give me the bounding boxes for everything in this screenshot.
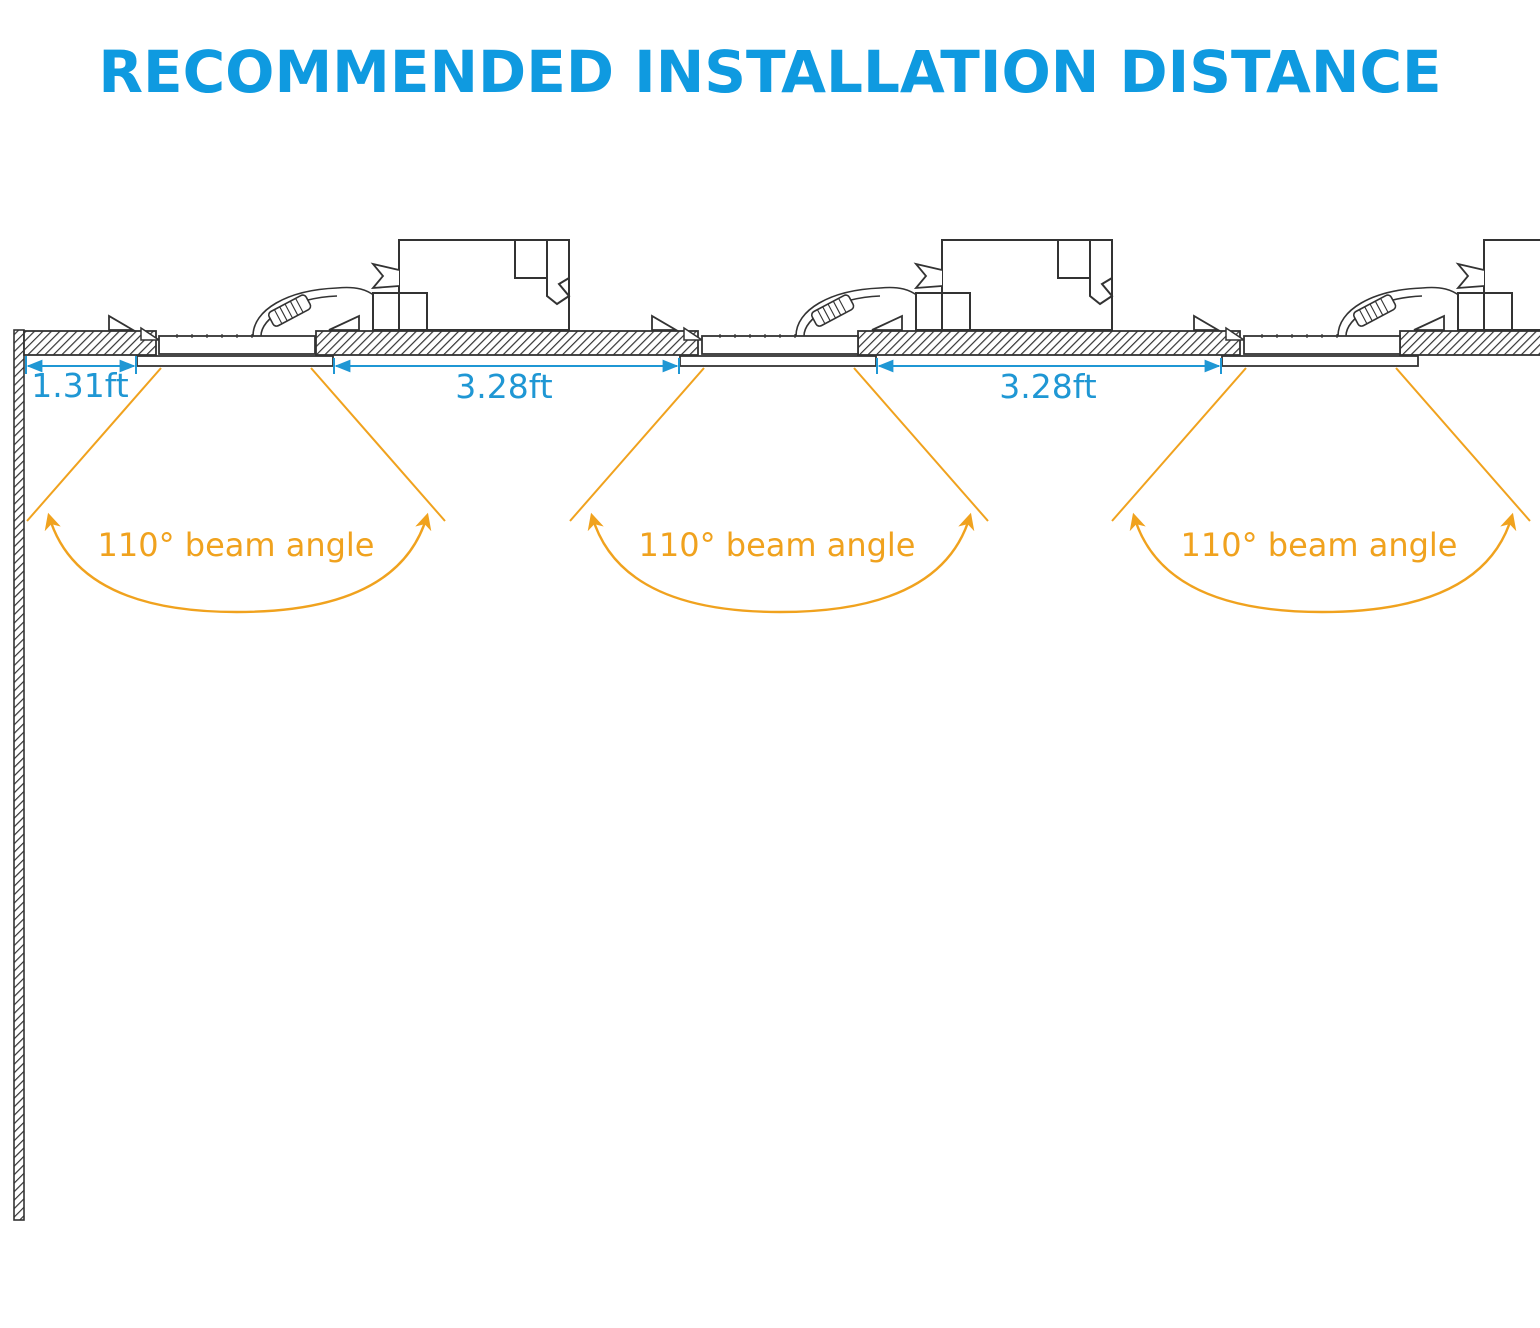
dimension-label-gap-1: 3.28ft — [455, 367, 553, 406]
page-title: RECOMMENDED INSTALLATION DISTANCE — [98, 38, 1442, 106]
beam-label-1: 110° beam angle — [98, 526, 375, 564]
beam-cone-3 — [1112, 368, 1530, 612]
wall — [13, 329, 25, 1221]
dimension-label-wall-gap: 1.31ft — [31, 366, 129, 405]
beam-label-2: 110° beam angle — [639, 526, 916, 564]
beam-label-3: 110° beam angle — [1181, 526, 1458, 564]
dimension-label-gap-2: 3.28ft — [999, 367, 1097, 406]
beam-cone-2 — [570, 368, 988, 612]
dimension-lines — [25, 356, 1222, 374]
